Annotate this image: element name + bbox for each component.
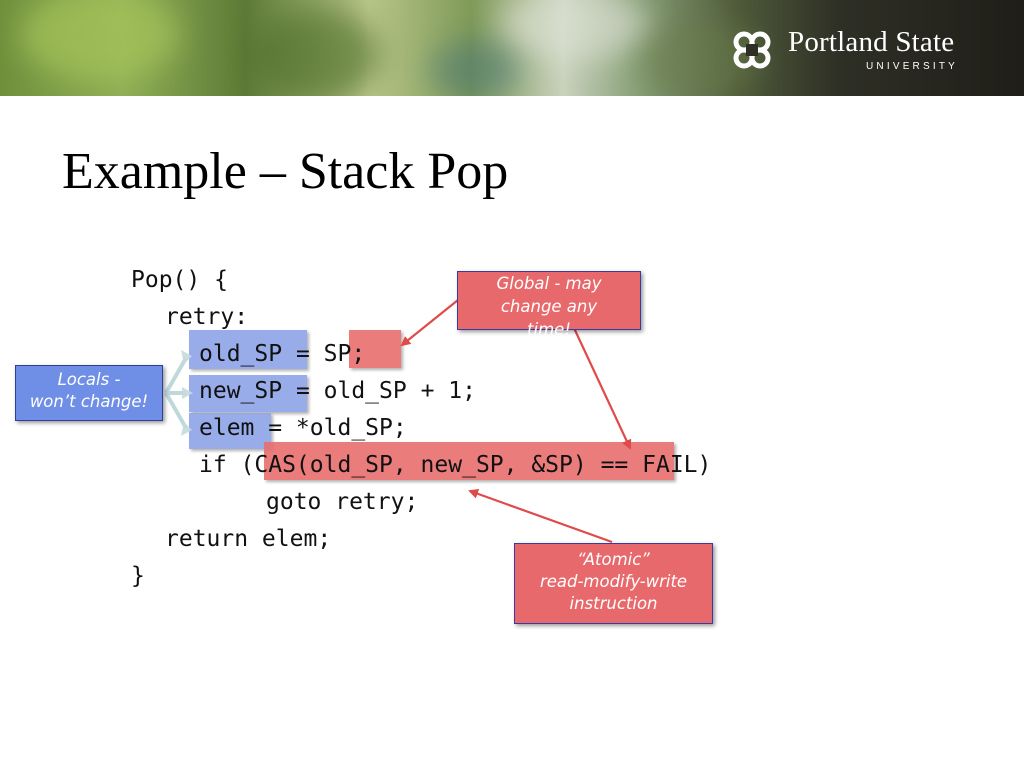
arrow-global-to-cas: [573, 327, 632, 450]
code-atomic-cas: CAS(old_SP, new_SP, &SP): [254, 452, 587, 478]
code-text: = old_SP + 1;: [282, 378, 476, 404]
global-highlight-sp: [349, 330, 401, 368]
code-text: = *old_SP;: [254, 415, 407, 441]
code-line-7: goto retry;: [266, 490, 418, 514]
code-global-sp: SP;: [323, 341, 366, 367]
code-local-old-sp: old_SP: [199, 341, 283, 367]
callout-text: won’t change!: [29, 392, 149, 411]
code-line-8: return elem;: [165, 527, 331, 551]
slide-title: Example – Stack Pop: [62, 143, 509, 200]
code-line-2: retry:: [165, 305, 248, 329]
university-logo: Portland State UNIVERSITY: [726, 22, 996, 78]
code-local-new-sp: new_SP: [199, 378, 283, 404]
code-line-1: Pop() {: [131, 268, 228, 292]
callout-text: “Atomic”: [577, 550, 650, 569]
code-line-6: if (CAS(old_SP, new_SP, &SP) == FAIL): [199, 453, 711, 477]
code-line-3: old_SP = SP;: [199, 342, 365, 366]
callout-text: instruction: [569, 594, 658, 613]
code-line-5: elem = *old_SP;: [199, 416, 407, 440]
banner-window: [430, 40, 520, 96]
code-text: retry:: [165, 304, 249, 330]
locals-callout: Locals - won’t change!: [15, 365, 163, 421]
atomic-callout: “Atomic” read-modify-write instruction: [514, 543, 713, 624]
code-text: Pop() {: [131, 267, 228, 293]
global-callout: Global - may change any time!: [457, 271, 641, 339]
code-local-elem: elem: [199, 415, 255, 441]
code-text: =: [282, 341, 324, 367]
code-text: == FAIL): [586, 452, 712, 478]
code-line-4: new_SP = old_SP + 1;: [199, 379, 476, 403]
code-text: }: [131, 563, 145, 589]
code-text: return elem;: [165, 526, 332, 552]
logo-subtitle: UNIVERSITY: [866, 61, 959, 72]
banner-foliage: [20, 0, 180, 80]
callout-text: read-modify-write: [539, 572, 688, 591]
code-text: if (: [199, 452, 255, 478]
callout-text: time!: [527, 320, 571, 339]
local-highlight-new-sp: [189, 375, 307, 412]
code-line-9: }: [131, 564, 145, 588]
callout-text: Locals -: [57, 370, 121, 389]
locals-bracket: [164, 357, 188, 429]
psu-logo-icon: [733, 31, 771, 69]
arrow-global-to-sp: [400, 299, 459, 347]
header-banner: Portland State UNIVERSITY: [0, 0, 1024, 96]
logo-name: Portland State: [788, 26, 955, 58]
arrow-atomic-to-goto: [468, 488, 613, 544]
banner-foliage: [250, 10, 380, 96]
banner-building: [500, 0, 650, 60]
local-highlight-elem: [189, 413, 271, 449]
callout-text: Global - may: [496, 274, 602, 293]
local-highlight-old-sp: [189, 330, 307, 369]
callout-text: change any: [500, 297, 598, 316]
code-text: goto retry;: [266, 489, 419, 515]
